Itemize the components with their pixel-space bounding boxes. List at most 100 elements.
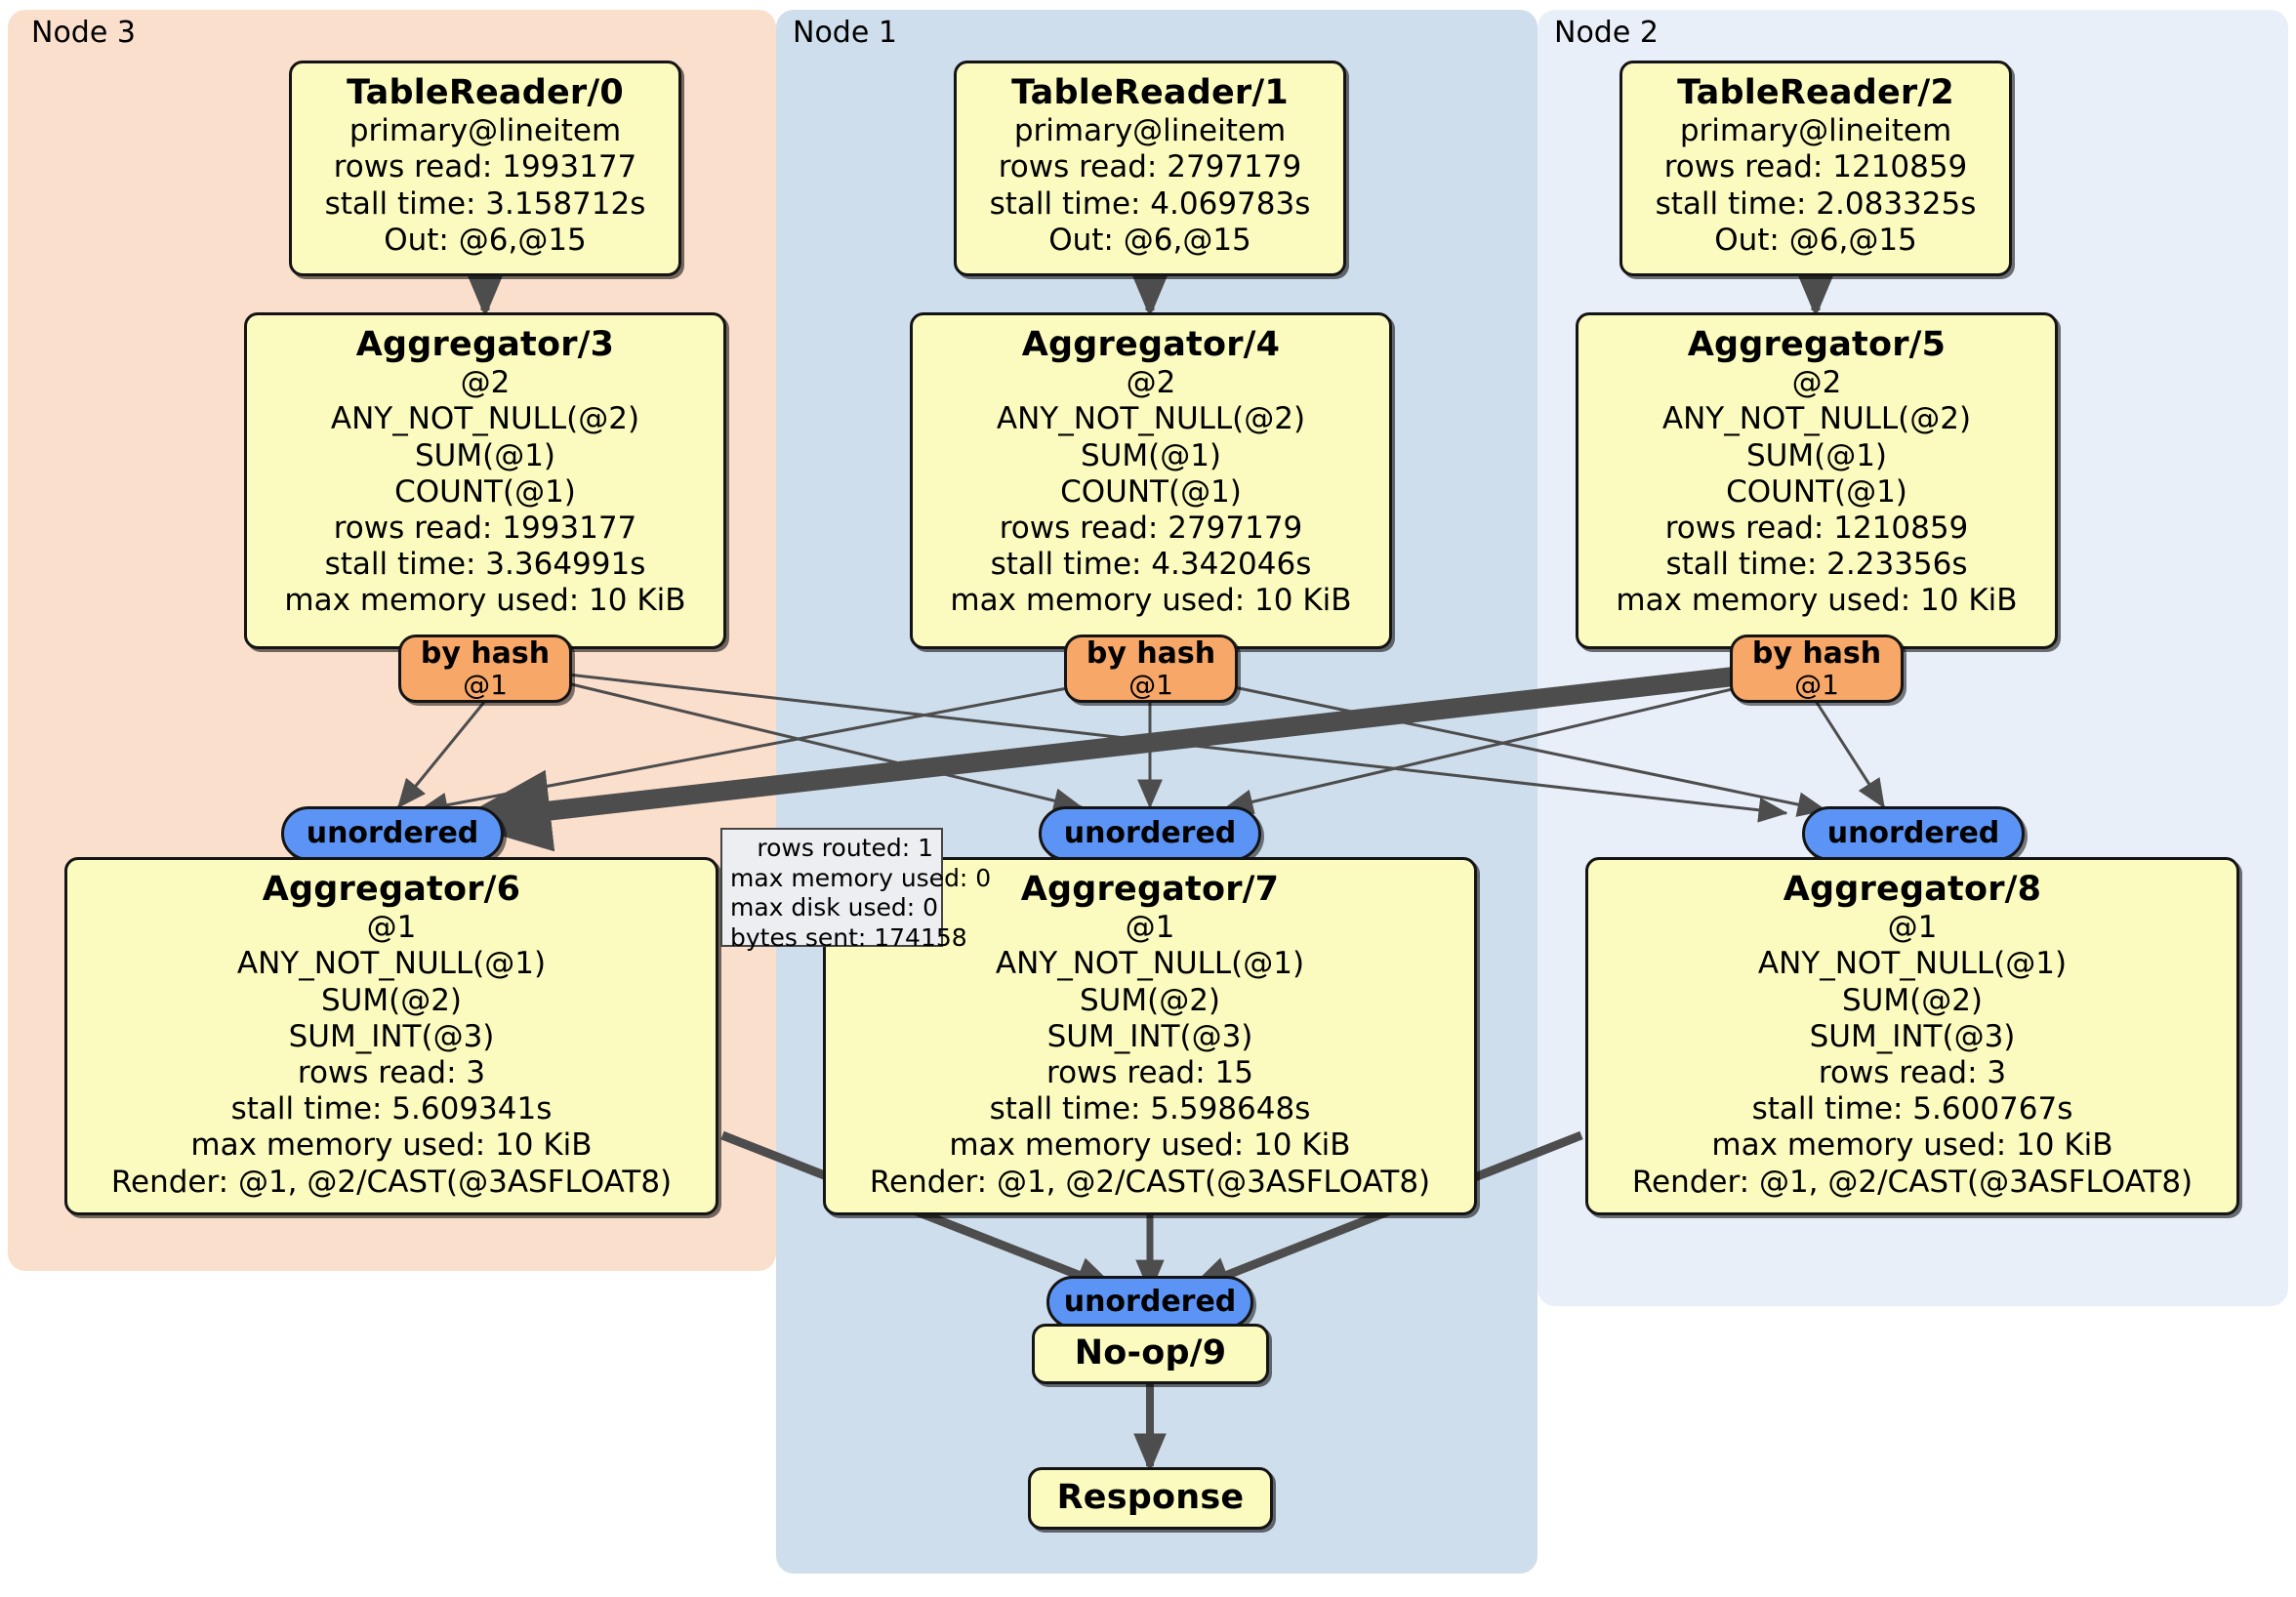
synchronizer-unordered-node3[interactable]: unordered bbox=[281, 806, 504, 861]
router-by-hash-node2[interactable]: by hash @1 bbox=[1730, 635, 1904, 703]
op-title: TableReader/1 bbox=[1011, 73, 1289, 112]
op-line: SUM(@2) bbox=[1079, 982, 1221, 1018]
op-node-aggregator-7[interactable]: Aggregator/7 @1 ANY_NOT_NULL(@1) SUM(@2)… bbox=[823, 857, 1477, 1215]
edge-byhash-mid-to-unordered-right bbox=[1214, 681, 1827, 817]
op-line: max memory used: 10 KiB bbox=[190, 1127, 593, 1164]
op-node-noop-9[interactable]: No-op/9 bbox=[1032, 1324, 1269, 1384]
op-line: SUM(@1) bbox=[1745, 437, 1888, 473]
op-line: stall time: 5.609341s bbox=[230, 1091, 553, 1127]
edge-byhash-right-to-unordered-right bbox=[1814, 700, 1886, 809]
op-line: primary@lineitem bbox=[1013, 113, 1287, 149]
router-column: @1 bbox=[463, 669, 508, 702]
router-label: by hash bbox=[1751, 635, 1882, 671]
edge-byhash-right-to-unordered-mid bbox=[1223, 681, 1758, 815]
synchronizer-unordered-final[interactable]: unordered bbox=[1046, 1276, 1253, 1329]
op-line: max memory used: 10 KiB bbox=[950, 583, 1352, 619]
op-line: stall time: 5.600767s bbox=[1751, 1091, 2073, 1127]
op-node-aggregator-5[interactable]: Aggregator/5 @2 ANY_NOT_NULL(@2) SUM(@1)… bbox=[1576, 312, 2058, 649]
op-line: stall time: 4.342046s bbox=[990, 547, 1312, 583]
op-line: SUM_INT(@3) bbox=[1809, 1018, 2016, 1054]
op-line: stall time: 3.158712s bbox=[324, 185, 646, 222]
op-node-aggregator-8[interactable]: Aggregator/8 @1 ANY_NOT_NULL(@1) SUM(@2)… bbox=[1585, 857, 2239, 1215]
synchronizer-label: unordered bbox=[1063, 1285, 1237, 1319]
op-line: rows read: 3 bbox=[297, 1055, 486, 1091]
op-line: stall time: 4.069783s bbox=[989, 185, 1311, 222]
op-node-tablereader-0[interactable]: TableReader/0 primary@lineitem rows read… bbox=[289, 61, 681, 276]
router-column: @1 bbox=[1128, 669, 1173, 702]
op-line: stall time: 2.23356s bbox=[1665, 547, 1968, 583]
op-title: Aggregator/3 bbox=[355, 325, 615, 364]
op-line: ANY_NOT_NULL(@2) bbox=[1661, 401, 1972, 437]
op-line: COUNT(@1) bbox=[1060, 473, 1242, 510]
op-line: SUM_INT(@3) bbox=[288, 1018, 495, 1054]
op-line: SUM_INT(@3) bbox=[1046, 1018, 1253, 1054]
op-line: Out: @6,@15 bbox=[1714, 222, 1917, 258]
synchronizer-label: unordered bbox=[1826, 816, 2000, 850]
op-line: COUNT(@1) bbox=[1726, 473, 1907, 510]
op-line: @2 bbox=[1126, 365, 1176, 401]
op-line: Render: @1, @2/CAST(@3ASFLOAT8) bbox=[1631, 1164, 2194, 1200]
op-title: Aggregator/8 bbox=[1783, 870, 2042, 909]
stat-line: bytes sent: 174158 bbox=[730, 922, 967, 952]
op-line: @1 bbox=[366, 910, 417, 946]
op-line: rows read: 2797179 bbox=[998, 149, 1302, 185]
op-line: primary@lineitem bbox=[1679, 113, 1952, 149]
stat-line: max memory used: 0 bbox=[730, 863, 992, 892]
op-title: TableReader/0 bbox=[347, 73, 624, 112]
op-node-aggregator-4[interactable]: Aggregator/4 @2 ANY_NOT_NULL(@2) SUM(@1)… bbox=[910, 312, 1392, 649]
synchronizer-label: unordered bbox=[1063, 816, 1237, 850]
router-label: by hash bbox=[420, 635, 551, 671]
op-line: @2 bbox=[1791, 365, 1842, 401]
op-line: stall time: 5.598648s bbox=[989, 1091, 1311, 1127]
router-by-hash-node3[interactable]: by hash @1 bbox=[398, 635, 572, 703]
op-node-tablereader-1[interactable]: TableReader/1 primary@lineitem rows read… bbox=[954, 61, 1346, 276]
router-by-hash-node1[interactable]: by hash @1 bbox=[1064, 635, 1238, 703]
op-line: ANY_NOT_NULL(@2) bbox=[996, 401, 1306, 437]
op-node-aggregator-6[interactable]: Aggregator/6 @1 ANY_NOT_NULL(@1) SUM(@2)… bbox=[64, 857, 718, 1215]
cluster-label-node1: Node 1 bbox=[793, 16, 897, 50]
op-node-tablereader-2[interactable]: TableReader/2 primary@lineitem rows read… bbox=[1620, 61, 2012, 276]
op-node-response[interactable]: Response bbox=[1028, 1467, 1273, 1530]
op-line: Out: @6,@15 bbox=[384, 222, 587, 258]
stat-line: rows routed: 1 bbox=[757, 834, 933, 862]
op-line: ANY_NOT_NULL(@1) bbox=[995, 946, 1305, 982]
cluster-label-node3: Node 3 bbox=[31, 16, 136, 50]
op-line: rows read: 1993177 bbox=[333, 149, 637, 185]
op-line: rows read: 2797179 bbox=[999, 511, 1303, 547]
op-line: @2 bbox=[460, 365, 511, 401]
edge-byhash-right-to-unordered-left-highlight bbox=[453, 662, 1779, 852]
router-column: @1 bbox=[1794, 669, 1839, 702]
op-line: rows read: 1993177 bbox=[333, 511, 637, 547]
op-line: primary@lineitem bbox=[348, 113, 622, 149]
synchronizer-label: unordered bbox=[306, 816, 479, 850]
op-line: Out: @6,@15 bbox=[1048, 222, 1251, 258]
op-line: COUNT(@1) bbox=[394, 473, 576, 510]
op-line: rows read: 3 bbox=[1818, 1055, 2007, 1091]
op-title: No-op/9 bbox=[1074, 1333, 1227, 1373]
op-title: TableReader/2 bbox=[1677, 73, 1954, 112]
synchronizer-unordered-node2[interactable]: unordered bbox=[1802, 806, 2025, 861]
op-line: ANY_NOT_NULL(@1) bbox=[1757, 946, 2068, 982]
edge-byhash-left-to-unordered-mid bbox=[558, 679, 1084, 813]
op-line: max memory used: 10 KiB bbox=[1711, 1127, 2113, 1164]
op-node-aggregator-3[interactable]: Aggregator/3 @2 ANY_NOT_NULL(@2) SUM(@1)… bbox=[244, 312, 726, 649]
op-line: stall time: 2.083325s bbox=[1655, 185, 1977, 222]
op-line: SUM(@1) bbox=[1080, 437, 1222, 473]
op-line: ANY_NOT_NULL(@1) bbox=[236, 946, 547, 982]
op-title: Aggregator/6 bbox=[262, 870, 521, 909]
router-label: by hash bbox=[1086, 635, 1216, 671]
op-line: SUM(@1) bbox=[414, 437, 556, 473]
synchronizer-unordered-node1[interactable]: unordered bbox=[1039, 806, 1261, 861]
stream-stats-box: rows routed: 1 max memory used: 0 max di… bbox=[720, 828, 992, 952]
op-line: Render: @1, @2/CAST(@3ASFLOAT8) bbox=[110, 1164, 673, 1200]
op-line: max memory used: 10 KiB bbox=[1616, 583, 2018, 619]
op-title: Aggregator/7 bbox=[1020, 870, 1280, 909]
op-line: @1 bbox=[1125, 910, 1175, 946]
op-line: SUM(@2) bbox=[320, 982, 463, 1018]
op-line: rows read: 15 bbox=[1046, 1055, 1253, 1091]
op-line: rows read: 1210859 bbox=[1663, 149, 1968, 185]
op-line: Render: @1, @2/CAST(@3ASFLOAT8) bbox=[869, 1164, 1431, 1200]
op-title: Aggregator/5 bbox=[1687, 325, 1947, 364]
op-title: Response bbox=[1056, 1478, 1245, 1518]
